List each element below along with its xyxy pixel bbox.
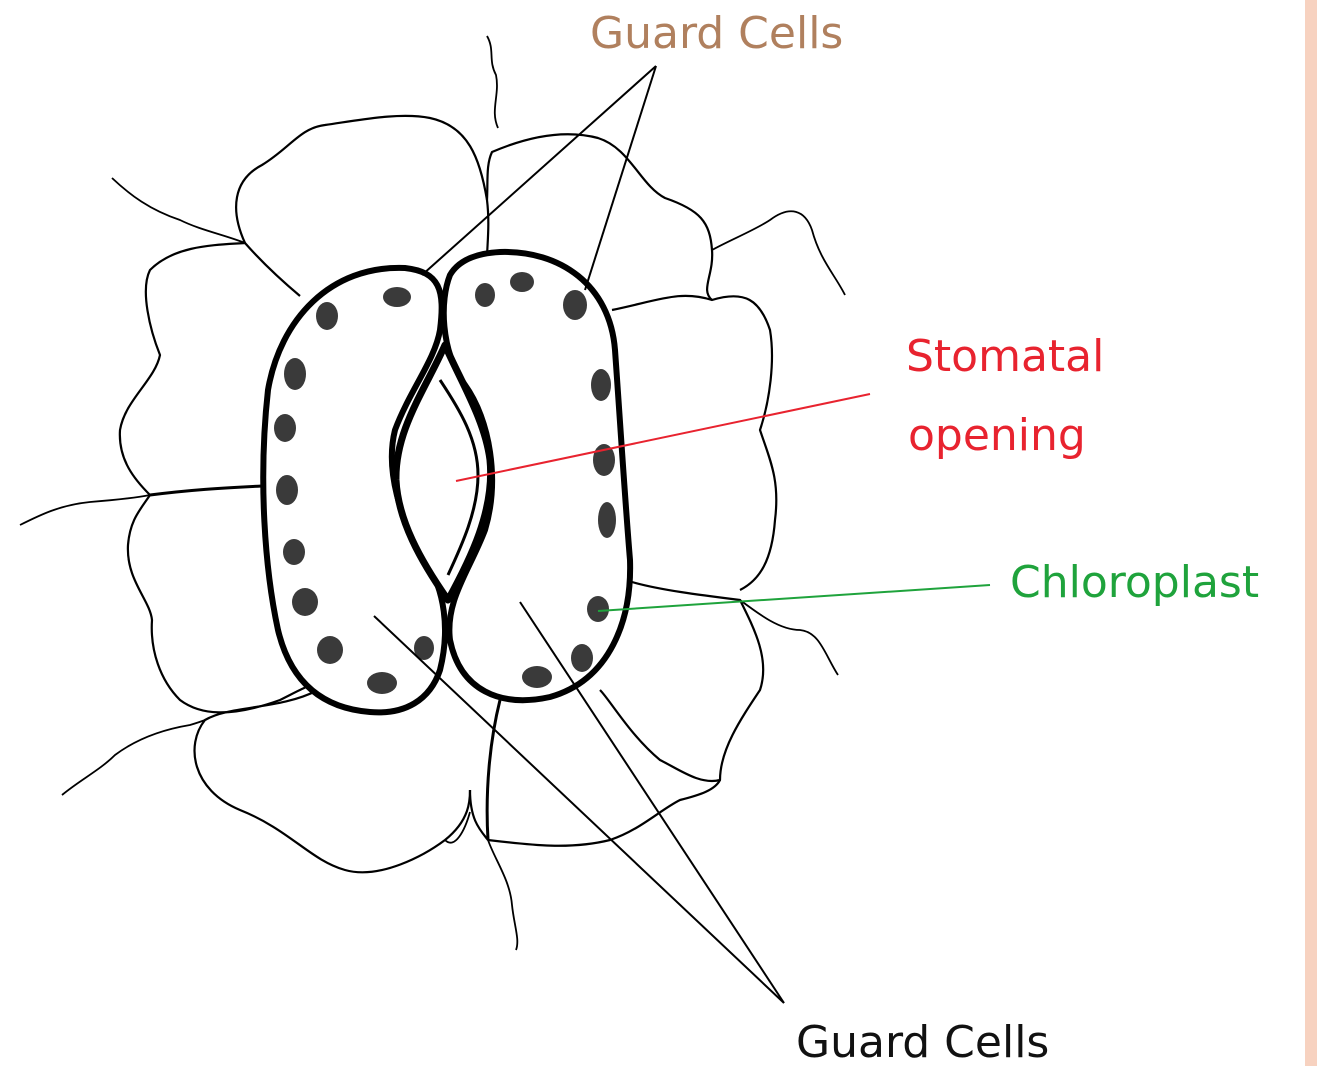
cell-wall-line <box>62 720 205 795</box>
chloroplast <box>276 475 298 505</box>
cell-wall-line <box>487 36 498 128</box>
chloroplast <box>571 644 593 672</box>
cell-wall <box>150 486 262 495</box>
chloroplast <box>317 636 343 664</box>
cell-wall-line <box>112 178 245 243</box>
cell-wall-line <box>20 495 150 525</box>
chloroplast <box>510 272 534 292</box>
guard-cells-bottom-leader-2 <box>520 602 784 1003</box>
chloroplast <box>367 672 397 694</box>
chloroplast <box>475 283 495 307</box>
epidermal-cell <box>195 690 470 872</box>
cell-wall <box>487 700 500 840</box>
stomatal-opening-label-line2: opening <box>908 410 1086 461</box>
chloroplast <box>563 290 587 320</box>
chloroplast <box>283 539 305 565</box>
chloroplast <box>587 596 609 622</box>
cell-wall-line <box>712 211 845 295</box>
chloroplast <box>598 502 616 538</box>
chloroplast <box>284 358 306 390</box>
guard-cells-bottom-label: Guard Cells <box>796 1017 1049 1066</box>
chloroplast-label: Chloroplast <box>1010 557 1259 608</box>
chloroplast <box>292 588 318 616</box>
chloroplast <box>274 414 296 442</box>
guard-cells-top-leader-1 <box>422 66 656 275</box>
stomatal-opening-label-line1: Stomatal <box>906 331 1104 382</box>
guard-cells-top-label: Guard Cells <box>590 8 843 59</box>
slide-edge-strip <box>1305 0 1317 1066</box>
epidermal-cell <box>470 780 720 846</box>
chloroplast <box>522 666 552 688</box>
chloroplast <box>383 287 411 307</box>
cell-wall-line <box>488 840 517 950</box>
chloroplast <box>316 302 338 330</box>
guard-cells-top-leader-2 <box>585 66 656 290</box>
chloroplast <box>591 369 611 401</box>
epidermal-cell <box>236 116 488 260</box>
cell-wall-line <box>740 600 838 675</box>
